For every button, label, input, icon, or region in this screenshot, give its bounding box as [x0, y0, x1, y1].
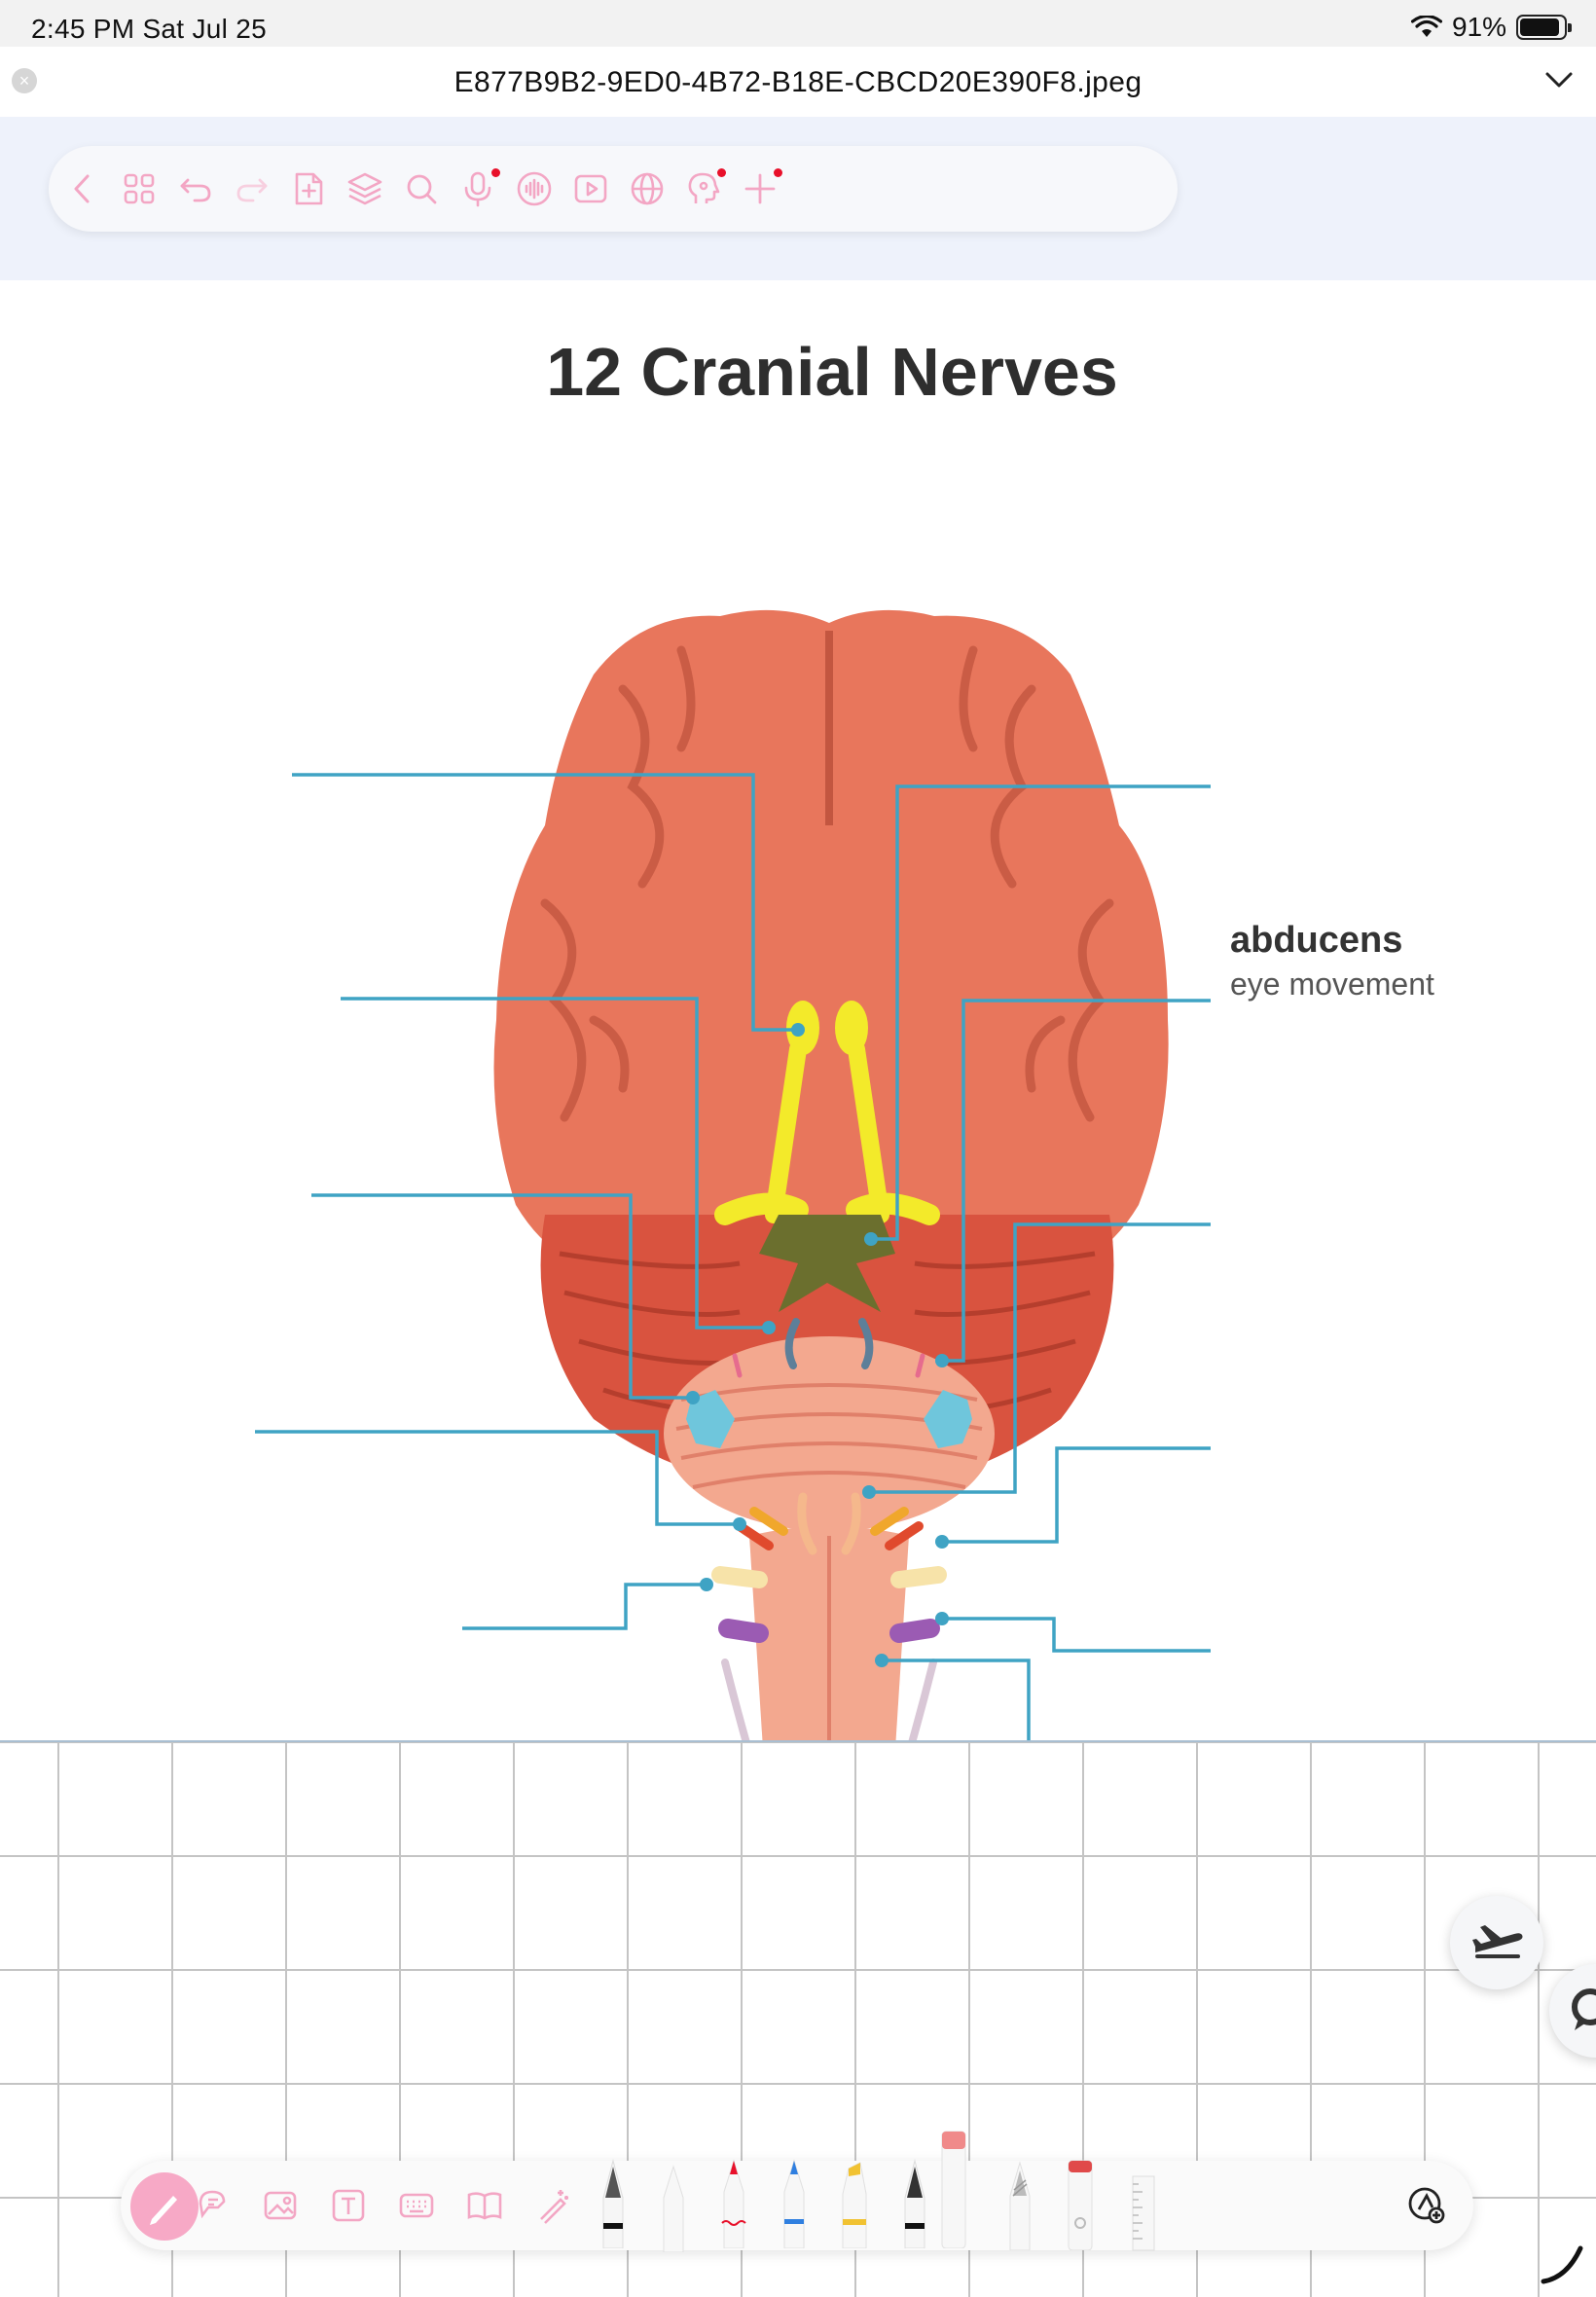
file-title-bar: × E877B9B2-9ED0-4B72-B18E-CBCD20E390F8.j… — [0, 47, 1596, 117]
airplane-icon — [1450, 1896, 1543, 1989]
thumbnails-icon[interactable] — [117, 166, 162, 211]
image-icon[interactable] — [261, 2186, 300, 2225]
undo-icon[interactable] — [173, 166, 218, 211]
blue-brush-pen-icon[interactable] — [775, 2155, 814, 2248]
notification-dot — [717, 168, 726, 177]
ruler-icon[interactable] — [1123, 2174, 1162, 2252]
audio-icon[interactable] — [512, 166, 557, 211]
pink-eraser-icon[interactable] — [934, 2122, 973, 2248]
add-icon[interactable] — [738, 166, 782, 211]
ai-assistant-icon[interactable] — [681, 166, 726, 211]
add-page-icon[interactable] — [286, 166, 331, 211]
calligraphy-pen-icon[interactable] — [895, 2155, 934, 2248]
yellow-highlighter-icon[interactable] — [835, 2155, 874, 2248]
toolbar-band — [0, 117, 1596, 280]
magic-pen-icon[interactable] — [533, 2186, 572, 2225]
battery-icon — [1516, 15, 1567, 40]
status-bar: 2:45 PM Sat Jul 25 91% — [0, 0, 1596, 47]
nerve-label-abducens: abducens — [1230, 920, 1402, 962]
keyboard-icon[interactable] — [397, 2186, 436, 2225]
notification-dot — [774, 168, 782, 177]
notification-dot — [491, 168, 500, 177]
web-icon[interactable] — [625, 166, 670, 211]
pencil-mode-icon[interactable] — [130, 2172, 199, 2241]
chevron-down-icon[interactable] — [1540, 60, 1578, 99]
status-right: 91% — [1411, 12, 1567, 43]
text-icon[interactable] — [329, 2186, 368, 2225]
redo-icon[interactable] — [230, 166, 274, 211]
pencil-grey-icon[interactable] — [1000, 2157, 1039, 2250]
airplane-mode-button[interactable] — [1450, 1896, 1543, 1989]
pen-shortcut-icon[interactable] — [1538, 2239, 1586, 2287]
microphone-icon[interactable] — [455, 166, 500, 211]
wifi-icon — [1411, 16, 1442, 39]
eraser-icon[interactable] — [1061, 2153, 1100, 2250]
file-title[interactable]: E877B9B2-9ED0-4B72-B18E-CBCD20E390F8.jpe… — [0, 66, 1596, 99]
lasso-add-icon[interactable] — [1405, 2184, 1448, 2227]
red-brush-pen-icon[interactable] — [714, 2155, 753, 2248]
brain-diagram — [0, 280, 1596, 1740]
search-icon[interactable] — [399, 166, 444, 211]
chat-icon — [1549, 1964, 1596, 2058]
reader-icon[interactable] — [465, 2186, 504, 2225]
assistant-bubble-button[interactable] — [1549, 1964, 1596, 2058]
ballpoint-pen-icon[interactable] — [654, 2159, 693, 2252]
layers-icon[interactable] — [343, 166, 387, 211]
pen-toolbar — [121, 2161, 1473, 2250]
main-toolbar — [49, 146, 1178, 232]
shape-icon[interactable] — [195, 2186, 234, 2225]
battery-percent: 91% — [1452, 12, 1506, 43]
video-icon[interactable] — [568, 166, 613, 211]
fountain-pen-icon[interactable] — [594, 2155, 633, 2248]
nerve-label-abducens-function: eye movement — [1230, 966, 1434, 1003]
document-page: 12 Cranial Nerves — [0, 280, 1596, 1740]
back-icon[interactable] — [60, 166, 105, 211]
status-time: 2:45 PM Sat Jul 25 — [31, 14, 267, 45]
